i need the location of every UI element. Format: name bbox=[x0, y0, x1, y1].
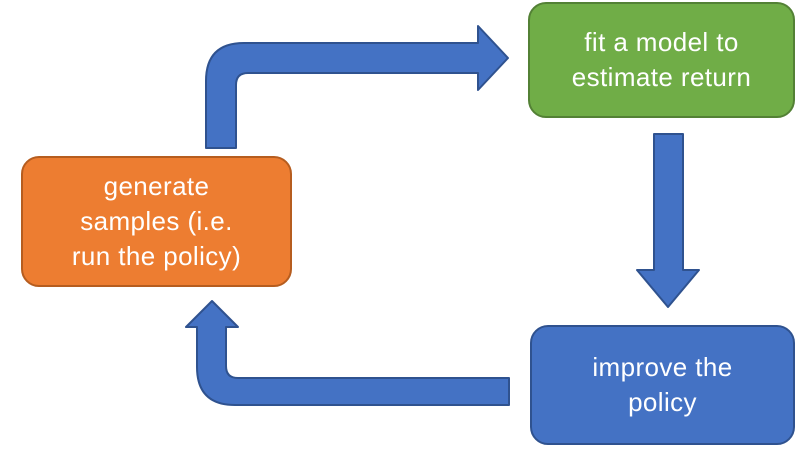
arrow-generate-to-fit-icon bbox=[205, 25, 509, 149]
arrow-improve-to-generate-icon bbox=[185, 300, 510, 406]
node-generate-samples-label-line3: run the policy) bbox=[71, 241, 242, 271]
node-improve-policy[interactable]: improve the policy bbox=[530, 325, 795, 445]
node-generate-samples-label-line1: generate bbox=[103, 171, 210, 201]
node-generate-samples[interactable]: generate samples (i.e. run the policy) bbox=[21, 156, 292, 287]
node-fit-model-label-line2: estimate return bbox=[571, 62, 752, 92]
node-fit-model[interactable]: fit a model to estimate return bbox=[528, 2, 795, 118]
node-generate-samples-label-line2: samples (i.e. bbox=[80, 206, 233, 236]
node-improve-policy-label-line2: policy bbox=[628, 387, 697, 417]
arrow-fit-to-improve-icon bbox=[636, 133, 700, 308]
node-improve-policy-label-line1: improve the bbox=[592, 352, 733, 382]
node-fit-model-label-line1: fit a model to bbox=[584, 27, 739, 57]
